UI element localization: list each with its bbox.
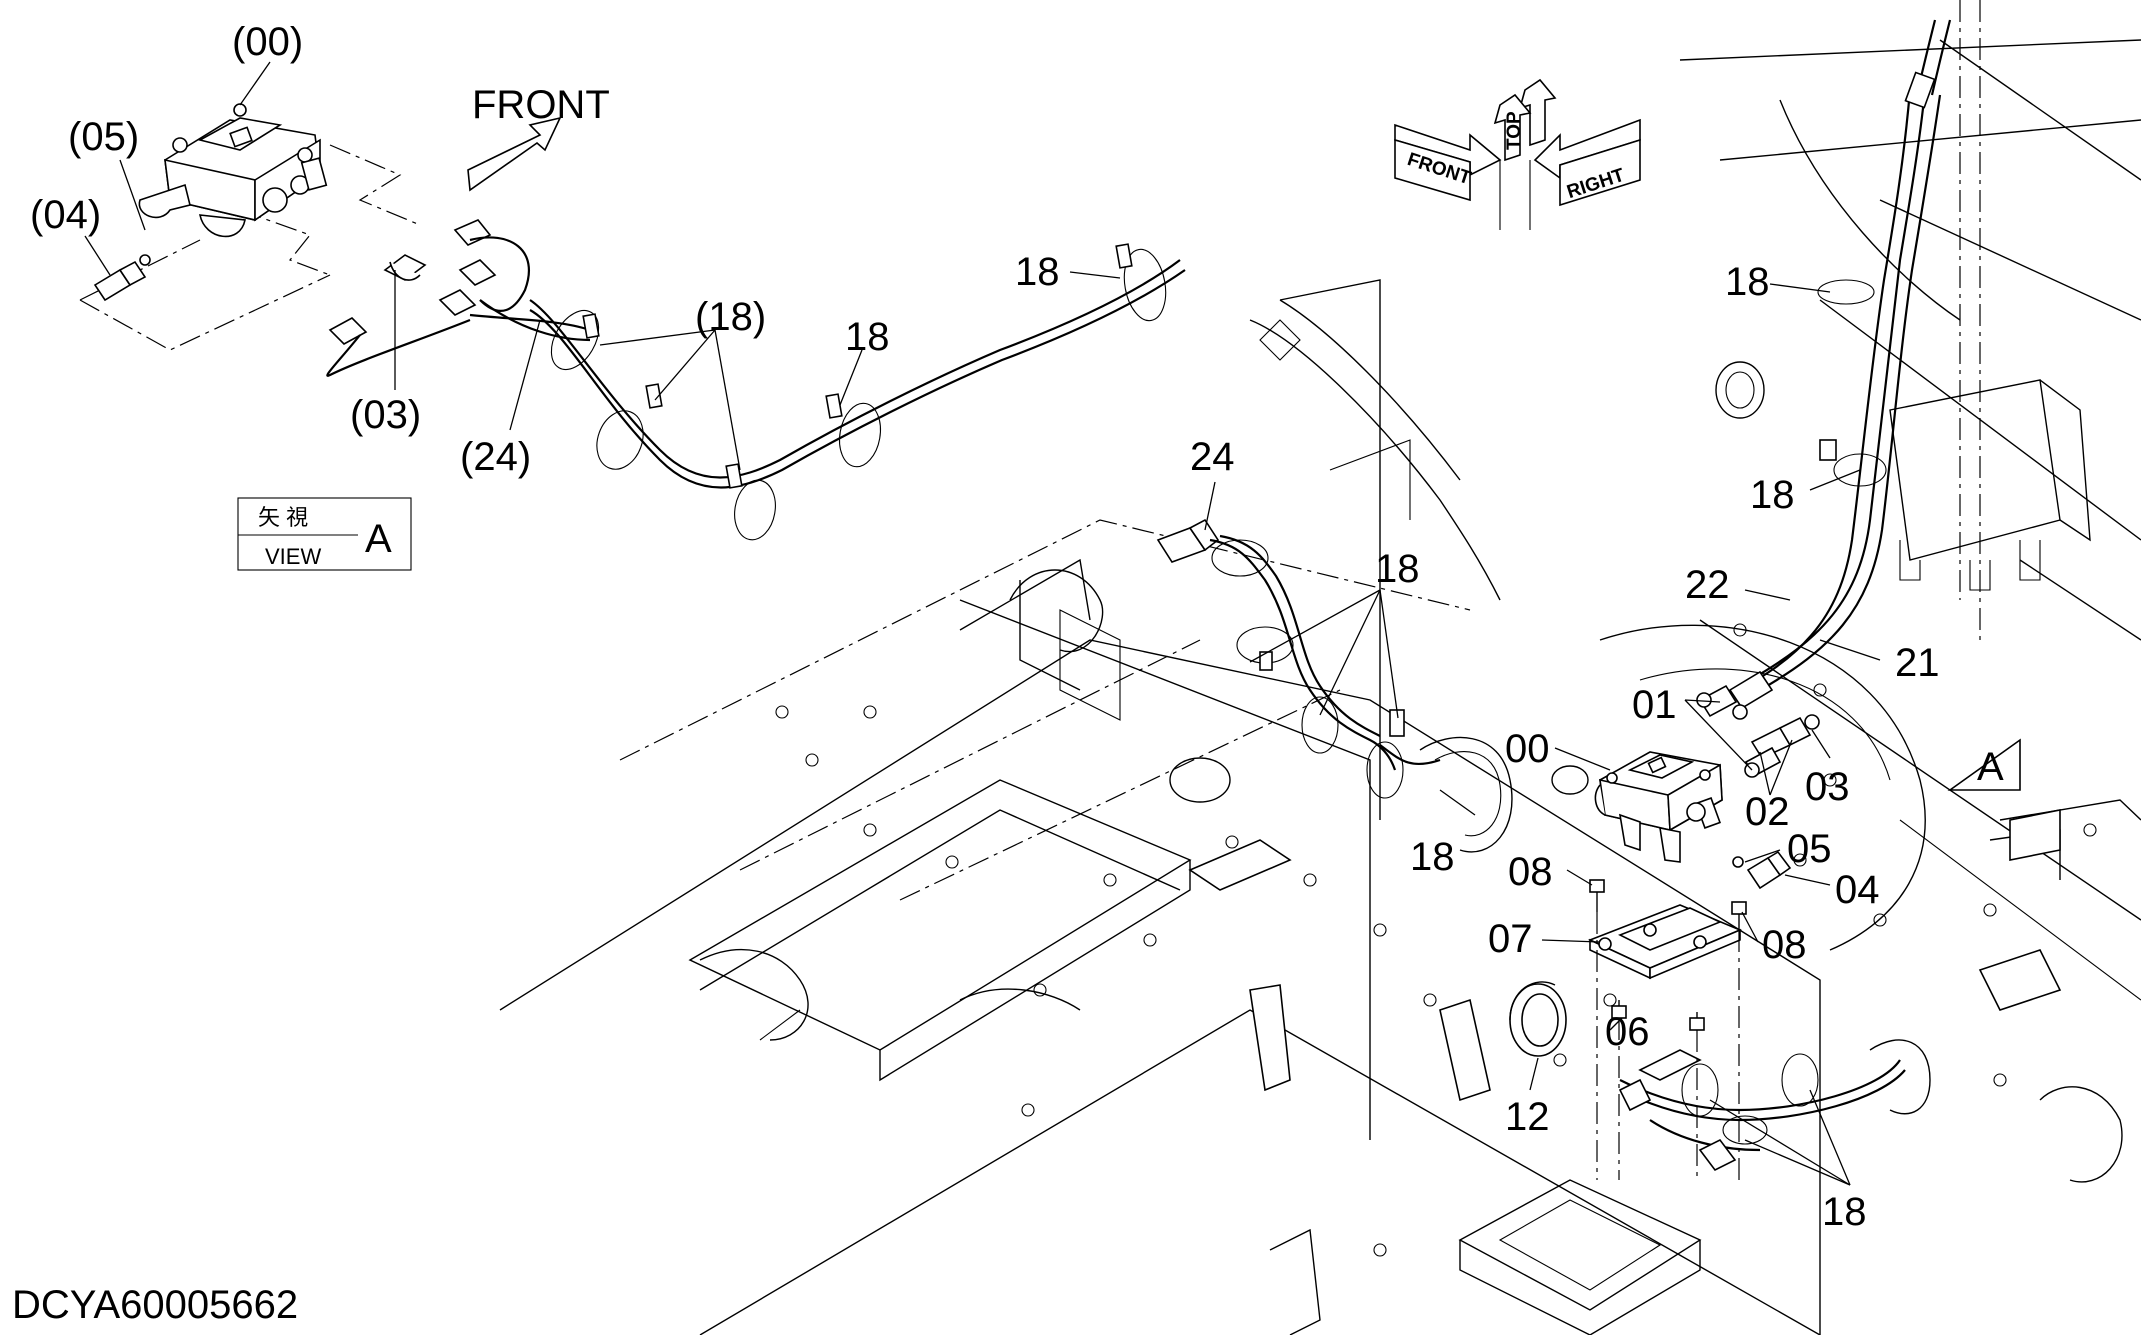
label-18-b-inset: 18 [1015,250,1060,294]
sensor-04-05 [1732,850,1792,890]
label-21: 21 [1895,641,1940,685]
label-08-left: 08 [1508,850,1553,894]
label-18-group-inset: (18) [695,295,766,339]
bracket-07-bolts [1587,879,1747,1180]
inset-labels: (00) (05) (04) (03) (24) (18) 18 18 FRON… [30,20,1060,479]
upperstructure-frame [499,0,2141,1335]
drawing-id: DCYA60005662 [12,1283,298,1327]
label-04-inset: (04) [30,193,101,237]
main-harness-24 [1156,518,1513,853]
view-a-marker-icon [1947,738,2021,791]
view-kanji: 矢 視 [258,505,308,530]
view-letter: A [365,517,392,561]
inset-view-a [79,103,1186,541]
orientation-top-label: TOP [1504,111,1525,150]
front-arrow-icon [467,116,562,192]
label-02: 02 [1745,790,1790,834]
pressure-valve-block-00 [1594,751,1723,863]
label-01: 01 [1632,683,1677,727]
label-24: 24 [1190,435,1235,479]
pressure-sensor-fitting-inset [93,254,151,302]
label-12: 12 [1505,1095,1550,1139]
main-labels: 24 18 18 18 22 21 01 00 02 03 05 04 08 0… [12,260,2004,1327]
front-label: FRONT [472,83,610,127]
label-18-hose-upper: 18 [1725,260,1770,304]
label-18-harness: 18 [1375,547,1420,591]
label-05: 05 [1787,827,1832,871]
label-06: 06 [1605,1010,1650,1054]
view-box-text: 矢 視 VIEW A [258,505,392,569]
label-24-inset: (24) [460,435,531,479]
label-18-grommet: 18 [1410,835,1455,879]
leader-lines [84,61,1881,1186]
lower-harness-18 [1618,1039,1931,1172]
label-04: 04 [1835,868,1880,912]
label-03: 03 [1805,765,1850,809]
view-marker-letter: A [1977,745,2004,789]
label-05-inset: (05) [68,115,139,159]
view-english: VIEW [265,544,321,569]
label-03-inset: (03) [350,393,421,437]
label-22: 22 [1685,563,1730,607]
label-00-inset: (00) [232,20,303,64]
orientation-indicator [1394,78,1641,230]
label-18-hose-lower: 18 [1750,473,1795,517]
label-18-lower: 18 [1822,1190,1867,1234]
hydraulic-hoses-21-22 [1696,19,1952,720]
label-08-right: 08 [1762,923,1807,967]
label-07: 07 [1488,917,1533,961]
grommet-12 [1509,981,1567,1057]
harness-connectors-inset [326,219,1186,541]
label-18-a-inset: 18 [845,315,890,359]
label-00: 00 [1505,727,1550,771]
fittings-01-02-03 [1744,714,1820,778]
pressure-valve-block-inset [138,103,328,238]
view-box [237,497,412,571]
